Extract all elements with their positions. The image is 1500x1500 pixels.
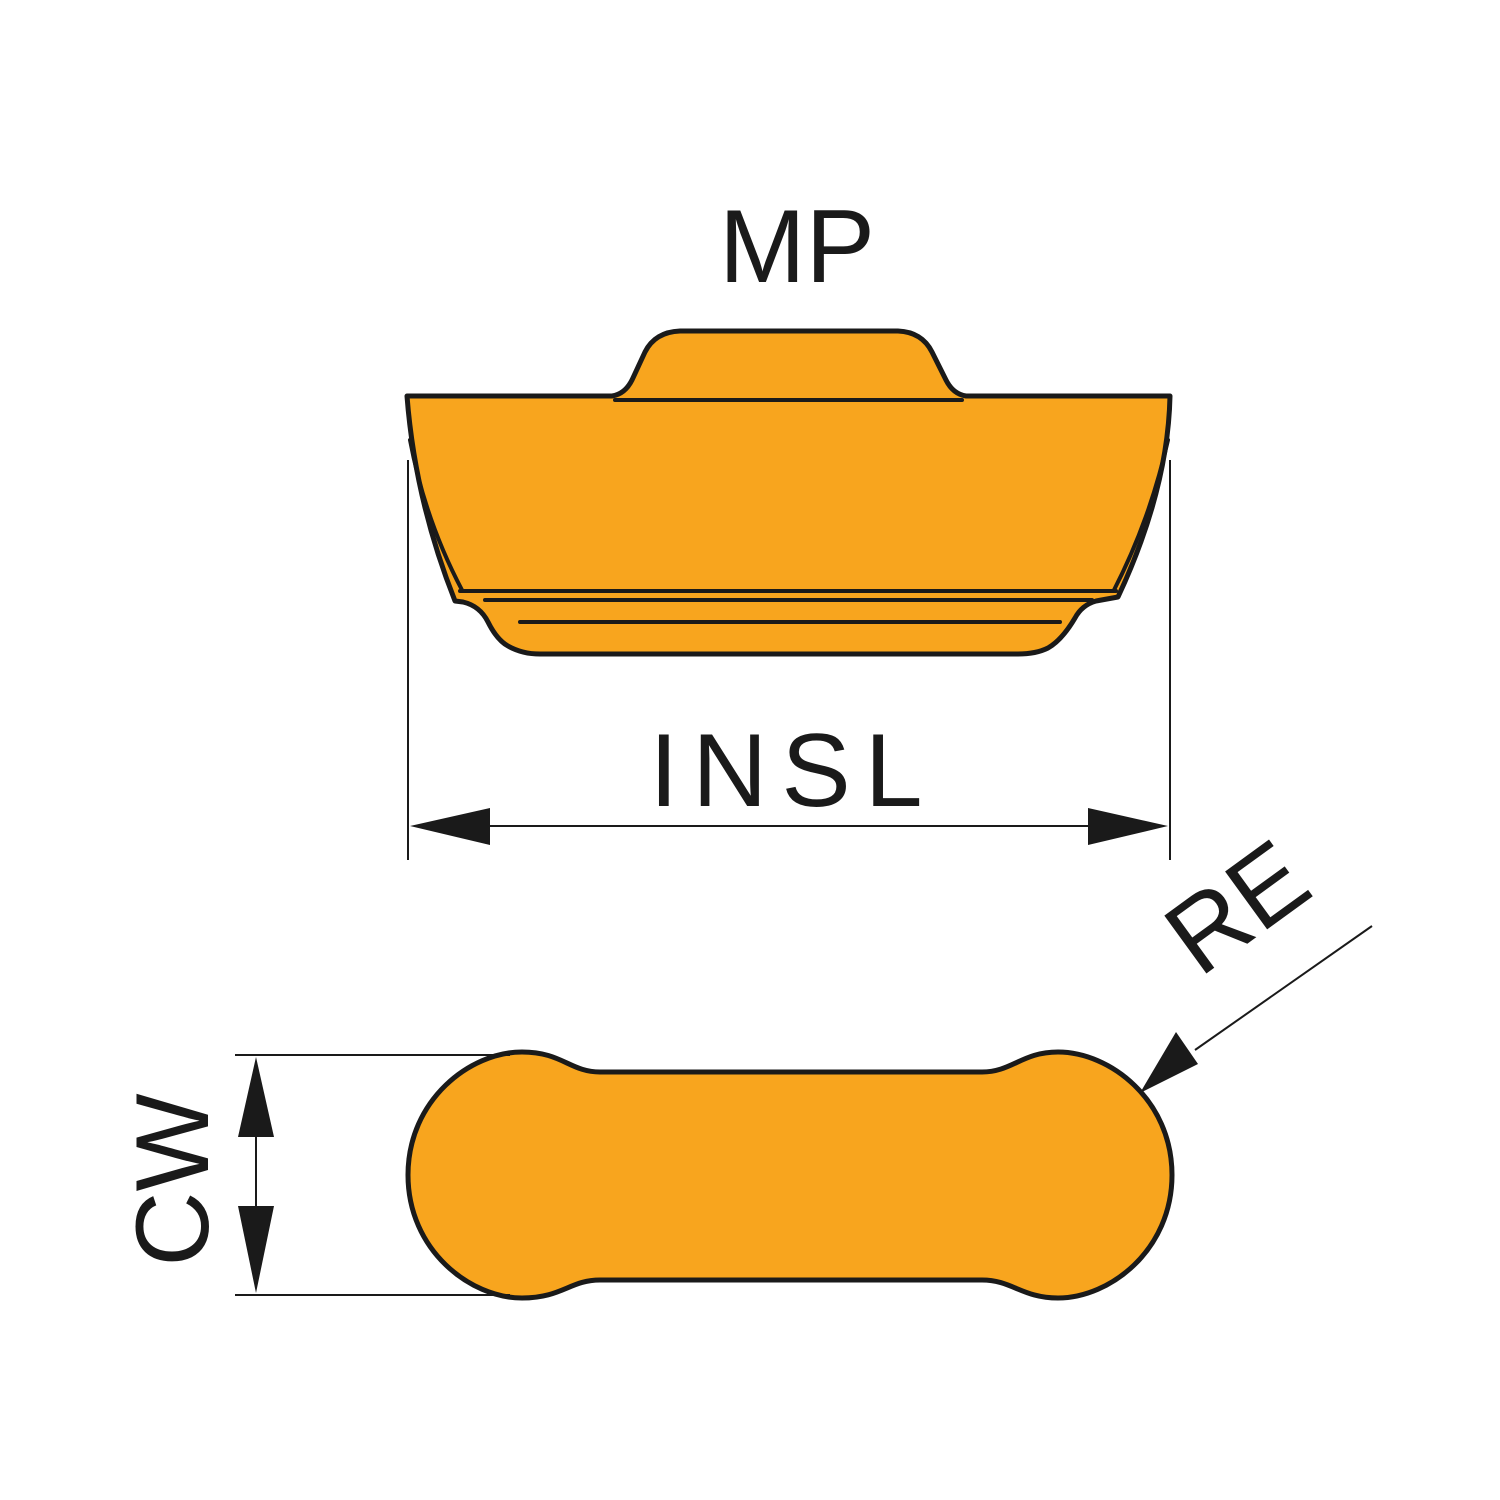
- insert-top-body: [405, 1049, 1175, 1301]
- cw-arrow-bottom: [238, 1206, 274, 1293]
- insl-arrow-left: [410, 808, 490, 845]
- cw-arrow-top: [238, 1057, 274, 1137]
- re-arrow: [1140, 1032, 1198, 1093]
- insert-side-view: [404, 328, 1173, 657]
- insl-dimension: [407, 460, 1171, 860]
- insl-label: INSL: [649, 713, 936, 829]
- insert-top-view: [405, 1049, 1175, 1301]
- re-label: RE: [1145, 818, 1330, 997]
- insl-arrow-right: [1088, 808, 1168, 845]
- re-leader-line: [1194, 925, 1373, 1051]
- left-chamfer-edge: [408, 438, 464, 592]
- insert-side-body: [404, 328, 1173, 657]
- re-dimension: [1140, 925, 1373, 1093]
- cw-dimension: [235, 1054, 510, 1296]
- cw-label: CW: [115, 1093, 231, 1266]
- mp-label: MP: [719, 189, 875, 305]
- right-chamfer-edge: [1112, 438, 1170, 592]
